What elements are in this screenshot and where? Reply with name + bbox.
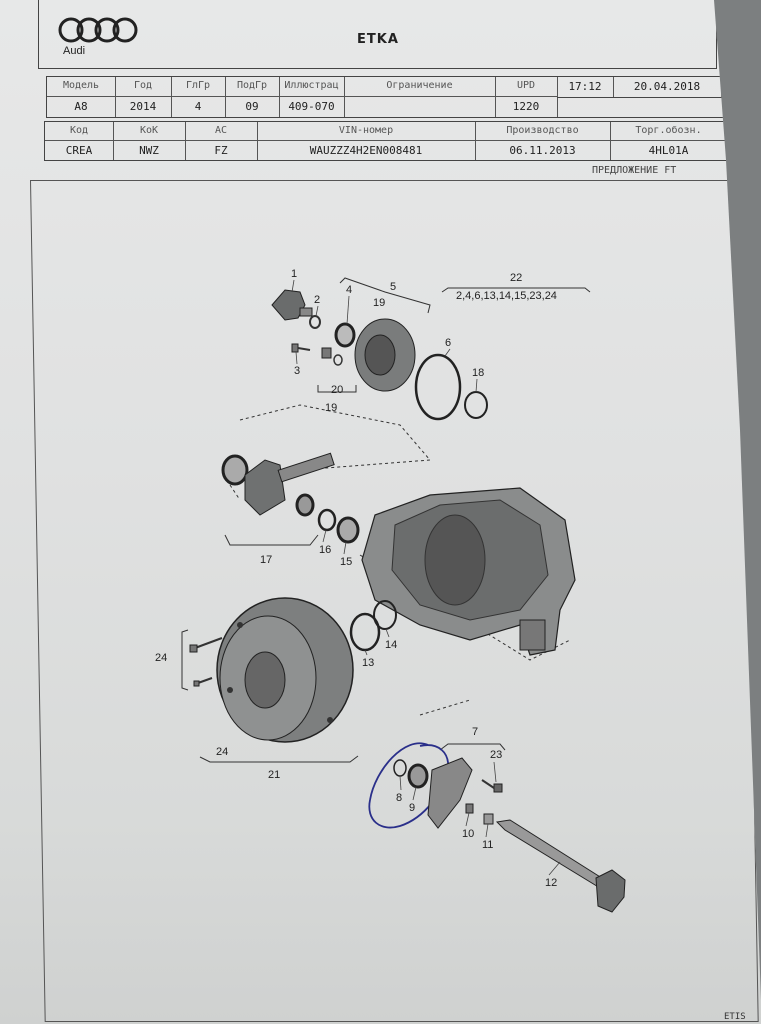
- part-label: 2,4,6,13,14,15,23,24: [456, 290, 557, 302]
- part-label: 9: [409, 802, 415, 814]
- header-restriction: Ограничение: [386, 80, 453, 91]
- value-gearbox-code: NWZ: [139, 144, 159, 157]
- o-ring-part-6: [414, 353, 462, 421]
- part-label: 5: [390, 281, 396, 293]
- footer-text: ETIS: [724, 1012, 746, 1022]
- part-label: 17: [260, 554, 272, 566]
- ring-part-16: [317, 508, 337, 532]
- seal-part-9: [407, 763, 429, 789]
- part-label: 23: [490, 749, 502, 761]
- app-title: ETKA: [357, 32, 399, 47]
- header-upd: UPD: [516, 80, 536, 91]
- value-illustration: 409-070: [288, 100, 335, 113]
- audi-brand-text: Audi: [63, 45, 86, 57]
- gearbox-housing: [361, 487, 576, 656]
- gasket-part-7: [427, 757, 473, 829]
- proposal-label: ПРЕДЛОЖЕНИЕ FT: [592, 165, 677, 176]
- part-label: 15: [340, 556, 352, 568]
- value-ac: FZ: [214, 144, 228, 157]
- part-label: 6: [445, 337, 451, 349]
- part-label: 13: [362, 657, 374, 669]
- part-label: 20: [331, 384, 343, 396]
- value-production: 06.11.2013: [509, 144, 576, 157]
- spring-part-10: [465, 803, 474, 814]
- bolt-part-23: [481, 779, 503, 793]
- header-year: Год: [133, 80, 153, 91]
- shaft-part-12: [495, 819, 626, 913]
- ring-part-8: [393, 759, 407, 777]
- part-label: 14: [385, 639, 397, 651]
- value-sub-group: 09: [245, 100, 259, 113]
- handwritten-circle-annotation: [368, 742, 450, 829]
- ring-part-13: [349, 612, 381, 652]
- part-label: 19: [325, 402, 337, 414]
- header-gearbox-code: КоК: [139, 125, 159, 136]
- o-ring-part-2: [309, 315, 321, 329]
- ring-part-18: [464, 391, 488, 419]
- part-label: 1: [291, 268, 297, 280]
- ring-part-14: [373, 600, 397, 630]
- value-date: 20.04.2018: [633, 80, 701, 93]
- value-time: 17:12: [568, 80, 602, 93]
- header-sub-group: ПодГр: [236, 80, 268, 91]
- header-main-group: ГлГр: [185, 80, 211, 91]
- value-model: A8: [74, 100, 88, 113]
- header-model: Модель: [62, 80, 100, 91]
- value-code: CREA: [65, 144, 93, 157]
- value-upd: 1220: [512, 100, 540, 113]
- value-trade-designation: 4HL01A: [648, 144, 689, 157]
- cover-part-5: [354, 318, 416, 392]
- audi-rings-logo: [58, 17, 138, 43]
- part-label: 24: [155, 652, 167, 664]
- header-box: Audi ETKA: [38, 0, 717, 69]
- bolt-part-24-lower: [193, 677, 213, 687]
- part-label: 21: [268, 769, 280, 781]
- value-main-group: 4: [194, 100, 202, 113]
- part-label: 12: [545, 877, 557, 889]
- vin-info-table: Код КоК АС VIN-номер Производство Торг.о…: [44, 121, 728, 161]
- seal-part-4: [334, 322, 356, 348]
- part-label: 18: [472, 367, 484, 379]
- part-label: 16: [319, 544, 331, 556]
- bolt-part-24-upper: [189, 637, 223, 653]
- torque-converter-part-21: [216, 597, 354, 743]
- seal-part-15: [336, 516, 360, 544]
- plug-part-20: [321, 347, 343, 366]
- part-label: 24: [216, 746, 228, 758]
- spring-part-11: [483, 813, 494, 825]
- part-label: 11: [482, 839, 493, 851]
- part-label: 10: [462, 828, 474, 840]
- header-vin: VIN-номер: [338, 125, 394, 136]
- header-code: Код: [69, 125, 89, 136]
- flange-part-1: [271, 289, 313, 321]
- header-ac: АС: [214, 125, 228, 136]
- part-label: 22: [510, 272, 522, 284]
- gear-shaft-part-17: [221, 452, 335, 517]
- bolt-part-3: [291, 343, 311, 353]
- part-label: 4: [346, 284, 352, 296]
- part-label: 3: [294, 365, 300, 377]
- part-label: 2: [314, 294, 320, 306]
- vehicle-info-table: Модель Год ГлГр ПодГр Иллюстрац Ограниче…: [46, 76, 724, 118]
- header-production: Производство: [506, 125, 579, 136]
- header-illustration: Иллюстрац: [284, 80, 339, 91]
- part-label: 8: [396, 792, 402, 804]
- value-year: 2014: [129, 100, 157, 113]
- header-trade-designation: Торг.обозн.: [635, 125, 702, 136]
- value-vin: WAUZZZ4H2EN008481: [309, 144, 423, 157]
- part-label: 19: [373, 297, 385, 309]
- part-label: 7: [472, 726, 478, 738]
